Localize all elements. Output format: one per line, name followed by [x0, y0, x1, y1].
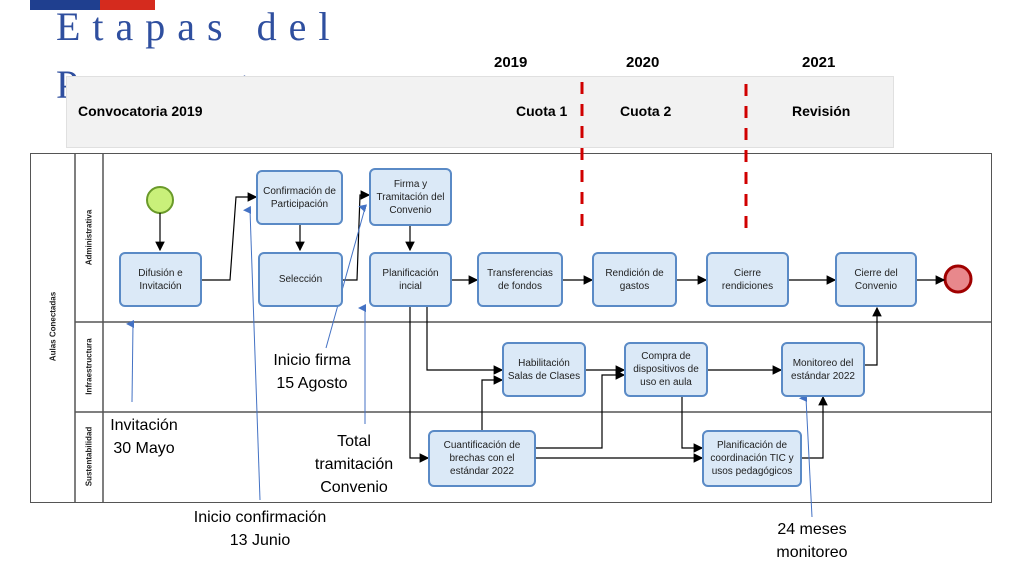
band-cuota-1: Cuota 1 [516, 103, 568, 119]
note-inicio-firma: Inicio firma 15 Agosto [273, 352, 351, 392]
band-convocatoria: Convocatoria 2019 [78, 103, 203, 119]
band-cuota-2: Cuota 2 [620, 103, 672, 119]
task-habilitacion[interactable]: Habilitación Salas de Clases [502, 342, 586, 397]
band-revision: Revisión [792, 103, 851, 119]
year-2020: 2020 [626, 54, 660, 71]
note-invitacion: Invitación 30 Mayo [110, 417, 178, 457]
task-difusion[interactable]: Difusión e Invitación [119, 252, 202, 307]
task-cierre-convenio[interactable]: Cierre del Convenio [835, 252, 917, 307]
pool-label: Aulas Conectadas [48, 291, 58, 362]
note-total-tramitacion: Total tramitación Convenio [314, 433, 394, 496]
end-event-icon [943, 264, 973, 294]
flag-red-stripe [100, 0, 155, 10]
lane-infraestructura: Infraestructura [84, 338, 94, 395]
task-rendicion[interactable]: Rendición de gastos [592, 252, 677, 307]
year-2019: 2019 [494, 54, 528, 71]
lane-sustentabilidad: Sustentabilidad [84, 426, 94, 487]
timeline-band [66, 76, 894, 148]
note-meses-monitoreo: 24 meses monitoreo [776, 521, 848, 561]
task-planificacion-coordinacion[interactable]: Planificación de coordinación TIC y usos… [702, 430, 802, 487]
year-2021: 2021 [802, 54, 836, 71]
task-monitoreo[interactable]: Monitoreo del estándar 2022 [781, 342, 865, 397]
task-planificacion[interactable]: Planificación incial [369, 252, 452, 307]
task-compra[interactable]: Compra de dispositivos de uso en aula [624, 342, 708, 397]
bpmn-pool [30, 153, 992, 503]
note-inicio-confirmacion: Inicio confirmación 13 Junio [193, 509, 327, 549]
task-transferencias[interactable]: Transferencias de fondos [477, 252, 563, 307]
lane-administrativa: Administrativa [84, 209, 94, 266]
task-confirmacion[interactable]: Confirmación de Participación [256, 170, 343, 225]
task-cierre-rendiciones[interactable]: Cierre rendiciones [706, 252, 789, 307]
task-seleccion[interactable]: Selección [258, 252, 343, 307]
task-firma[interactable]: Firma y Tramitación del Convenio [369, 168, 452, 226]
task-cuantificacion[interactable]: Cuantificación de brechas con el estánda… [428, 430, 536, 487]
flag-blue-stripe [30, 0, 100, 10]
start-event-icon [146, 186, 174, 214]
